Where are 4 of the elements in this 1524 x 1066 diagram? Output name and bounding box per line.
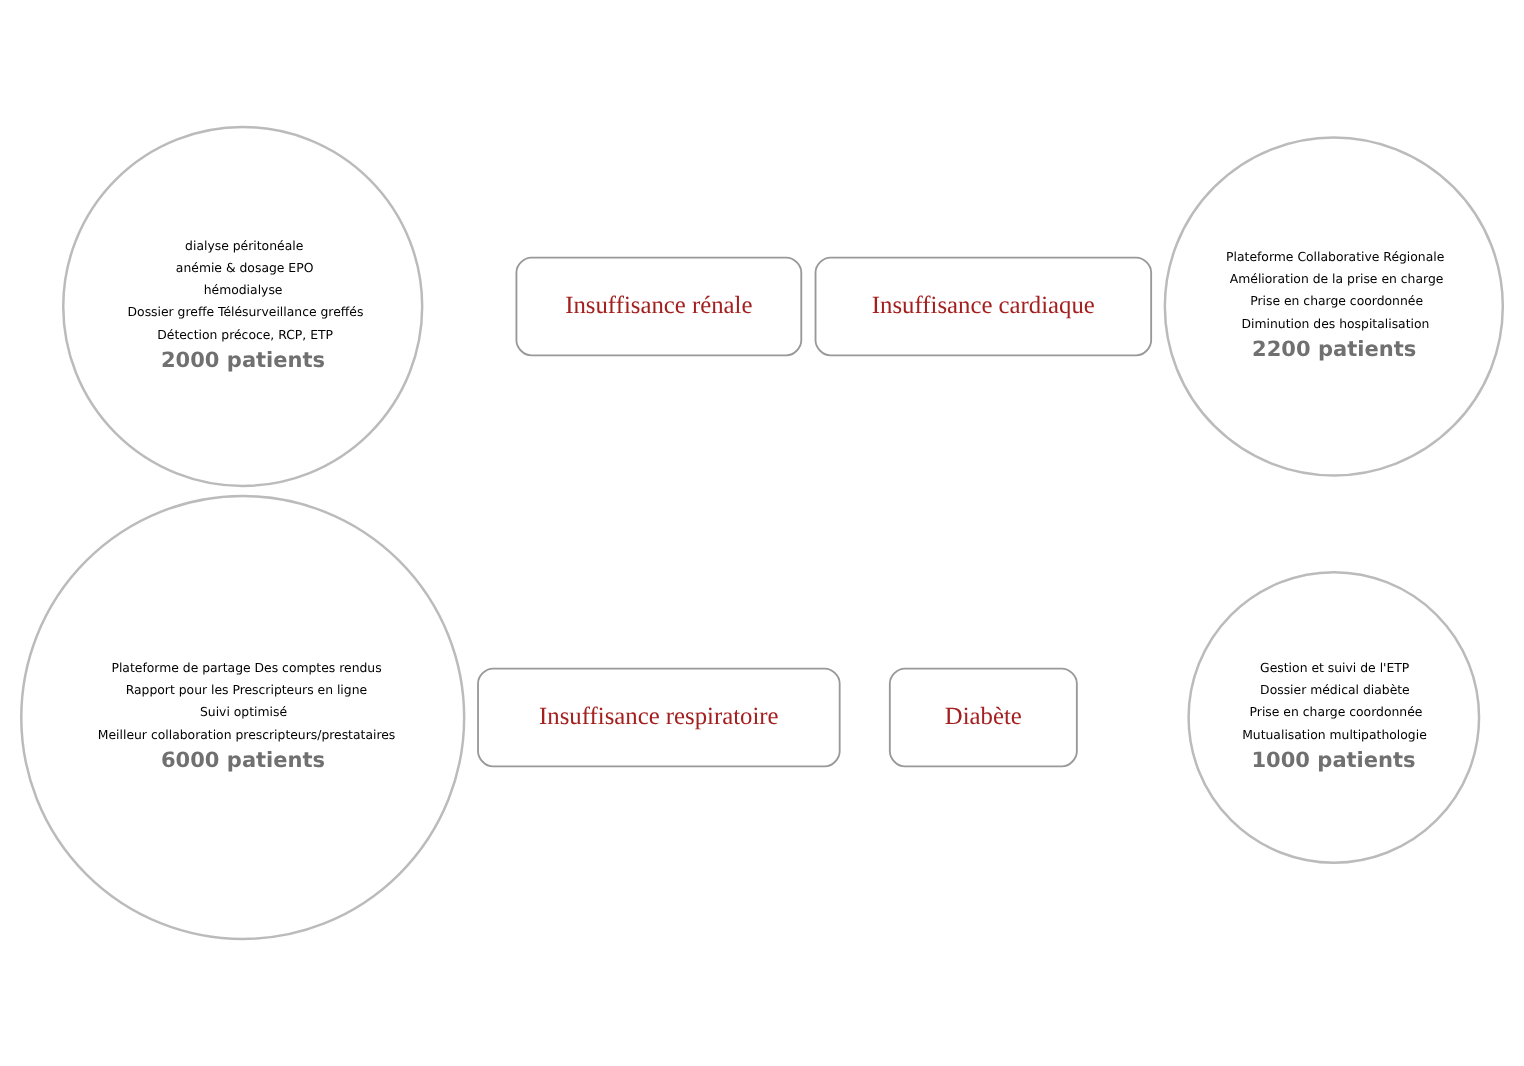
node-box: Insuffisance rénale (515, 256, 803, 357)
node-box: Diabète (888, 667, 1078, 768)
node-box: Insuffisance cardiaque (814, 256, 1153, 357)
node-box: Insuffisance respiratoire (477, 667, 841, 768)
